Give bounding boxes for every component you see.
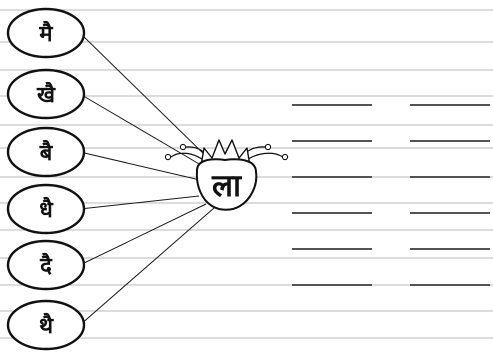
syllable-oval-group: खै [6,68,86,120]
right-tendril-dot [281,153,289,161]
syllable-ovals: मै खै बै धै दै थै [6,7,86,351]
syllable-oval-group: थै [6,299,86,351]
answer-blanks [292,104,490,286]
syllable-label: मै [38,20,53,47]
syllable-label: दै [39,252,53,279]
connector-line [79,93,207,169]
syllable-oval-group: धै [6,183,86,235]
syllable-oval [6,126,86,178]
center-syllable: ला [211,168,242,204]
connector-line [79,203,207,266]
syllable-oval-group: मै [6,7,86,59]
center-letter-shape [195,158,258,211]
syllable-oval [6,68,86,120]
connector-lines [79,32,215,326]
syllable-oval-group: बै [6,126,86,178]
connector-line [79,207,215,326]
syllable-oval-group: दै [6,239,86,291]
syllable-oval [6,239,86,291]
connector-line [79,195,200,210]
syllable-oval [6,7,86,59]
left-tendril-dot [164,153,172,161]
syllable-oval [6,183,86,235]
center-letter: ला [164,139,289,211]
right-tendril-upper-dot [264,143,272,151]
connector-line [79,151,201,181]
syllable-label: बै [39,139,54,166]
syllable-label: धै [39,196,54,223]
syllable-oval [6,299,86,351]
right-tendril [243,152,285,163]
syllable-label: खै [36,81,56,108]
syllable-label: थै [39,312,54,339]
left-tendril-upper-dot [179,143,187,151]
connector-line [79,32,211,161]
